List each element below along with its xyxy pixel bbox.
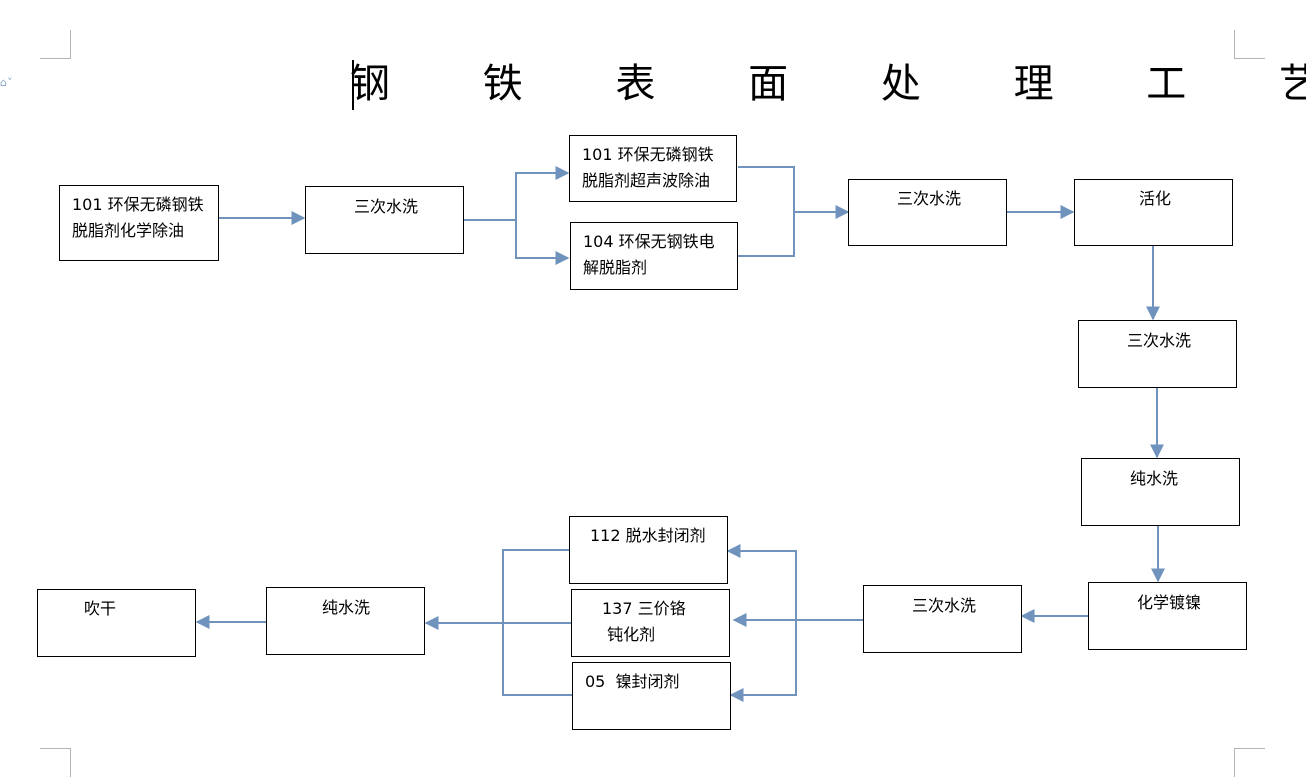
step-pure-rinse-2[interactable]: 纯水洗 [266,587,425,655]
step-05-nickel-sealant[interactable]: 05 镍封闭剂 [572,662,731,730]
step-pure-rinse-1-label: 纯水洗 [1130,469,1179,488]
step-rinse-2[interactable]: 三次水洗 [848,179,1007,246]
step-101-chemical-label: 101 环保无磷钢铁 脱脂剂化学除油 [72,195,204,240]
step-blow-dry[interactable]: 吹干 [37,589,196,657]
text-cursor [352,60,354,110]
arrow-112-merge [502,549,569,623]
step-rinse-3-label: 三次水洗 [1127,331,1192,350]
step-rinse-4[interactable]: 三次水洗 [863,585,1022,653]
step-rinse-1[interactable]: 三次水洗 [305,186,464,254]
page-corner-top-right [1234,30,1265,59]
step-pure-rinse-2-label: 纯水洗 [322,598,371,617]
step-rinse-2-label: 三次水洗 [897,189,962,208]
step-104-electrolytic-label: 104 环保无钢铁电 解脱脂剂 [583,232,715,277]
step-chemical-nickel-label: 化学镀镍 [1137,593,1202,612]
step-activation[interactable]: 活化 [1074,179,1233,246]
step-101-ultrasonic-degreasing[interactable]: 101 环保无磷钢铁 脱脂剂超声波除油 [569,135,737,202]
step-101-chemical-degreasing[interactable]: 101 环保无磷钢铁 脱脂剂化学除油 [59,185,219,261]
step-activation-label: 活化 [1139,189,1172,208]
step-112-dewatering-sealant[interactable]: 112 脱水封闭剂 [569,516,728,584]
step-101-ultrasonic-label: 101 环保无磷钢铁 脱脂剂超声波除油 [582,145,714,190]
arrow-split-to-ultrasonic [515,166,570,220]
page-corner-bottom-right [1234,748,1265,777]
step-112-sealing-label: 112 脱水封闭剂 [590,526,706,545]
arrow-electrolytic-merge [738,212,795,257]
step-rinse-4-label: 三次水洗 [912,596,977,615]
step-05-nickel-sealing-label: 05 镍封闭剂 [585,672,680,691]
arrow-split-to-112 [726,544,797,620]
step-blow-dry-label: 吹干 [84,599,117,618]
page-corner-bottom-left [40,748,71,777]
arrow-split-to-electrolytic [515,220,570,265]
arrow-ultrasonic-merge [738,166,795,212]
paragraph-anchor-icon: ⌂˅ [0,76,13,89]
step-rinse-1-label: 三次水洗 [354,197,419,216]
step-104-electrolytic-degreasing[interactable]: 104 环保无钢铁电 解脱脂剂 [570,222,738,290]
step-pure-rinse-1[interactable]: 纯水洗 [1081,458,1240,526]
step-137-passivation-label: 137 三价铬 钝化剂 [602,599,686,644]
step-chemical-nickel-plating[interactable]: 化学镀镍 [1088,582,1247,650]
page-corner-top-left [40,30,71,59]
arrow-split-to-05 [729,620,797,702]
step-137-trivalent-chromium-passivation[interactable]: 137 三价铬 钝化剂 [571,589,730,657]
arrow-05-merge [502,623,572,696]
step-rinse-3[interactable]: 三次水洗 [1078,320,1237,388]
